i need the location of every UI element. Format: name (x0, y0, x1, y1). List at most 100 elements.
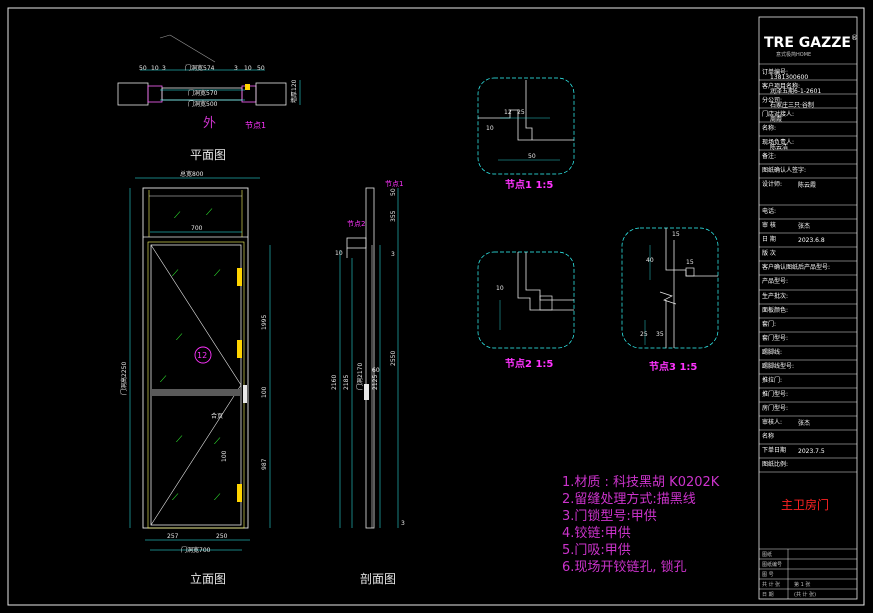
plan-dim-1: 10 (151, 65, 159, 72)
section-node1-tag: 节点1 (385, 180, 403, 188)
node3-title: 节点3 1:5 (649, 360, 697, 373)
section-dim-3: 50 (390, 188, 397, 196)
title-block-label: 面板颜色: (762, 306, 788, 314)
title-block-label: 门店对接人: (762, 110, 794, 118)
elevation-view-title: 立面图 (190, 571, 226, 586)
material-notes: 1.材质 : 科技黑胡 K0202K 2.留缝处理方式:描黑线 3.门锁型号:甲… (562, 475, 720, 575)
title-block-label: 套门: (762, 320, 776, 328)
svg-text:⟋: ⟋ (206, 208, 213, 218)
section-view-title: 剖面图 (360, 572, 396, 586)
registered-mark-icon: ® (851, 34, 858, 42)
title-block-value: 2023.6.8 (798, 237, 825, 244)
title-block-label: 设计师: (762, 180, 782, 188)
elev-total-width: 总宽800 (180, 170, 204, 178)
svg-text:⟋: ⟋ (214, 493, 221, 503)
title-block-label: 产品型号: (762, 277, 788, 285)
title-block-label: 版 次 (762, 249, 776, 257)
title-block-bottom-value: (共 计 张) (794, 591, 816, 598)
plan-dim-9: 墙厚120 (290, 79, 298, 103)
node-detail-3: 15 40 15 25 35 节点3 1:5 (621, 227, 719, 373)
title-block-rows: 订单编号:1381300600客户项目名称:润泽五期6-1-2601分公司:石家… (759, 68, 857, 473)
title-block-label: 踢脚线型号: (762, 362, 794, 370)
title-block: TRE GAZZE ® 意式极简HOME 订单编号:1381300600客户项目… (758, 16, 858, 600)
brand-logo: TRE GAZZE (764, 35, 851, 51)
node1-title: 节点1 1:5 (505, 178, 553, 191)
room-label: 主卫房门 (781, 497, 829, 512)
svg-text:⟋: ⟋ (172, 269, 179, 279)
title-block-label: 图纸确认人签字: (762, 166, 806, 174)
section-view: 节点1 节点2 10 3 355 50 2160 2185 2125 2550 … (331, 180, 405, 586)
elev-inner-width: 700 (191, 225, 203, 232)
section-dim-9: 60 (372, 367, 380, 374)
title-block-bottom-label: 共 计 张 (762, 581, 780, 588)
title-block-label: 客户确认图纸后产品型号: (762, 263, 830, 271)
elev-dim-100b: 100 (221, 450, 228, 462)
note-1: 1.材质 : 科技黑胡 K0202K (562, 475, 720, 490)
plan-node1-tag: 节点1 (245, 121, 266, 130)
door-tag-label: 12 (197, 351, 207, 360)
note-6: 6.现场开铰链孔, 锁孔 (562, 559, 687, 575)
section-node2-tag: 节点2 (347, 220, 365, 228)
title-block-label: 推拉门: (762, 376, 782, 384)
elev-bottom-b: 250 (216, 533, 228, 540)
node2-title: 节点2 1:5 (505, 357, 553, 370)
door-tag-circle (194, 346, 212, 364)
plan-dim-2: 3 (162, 65, 166, 72)
title-block-label: 套门型号: (762, 334, 788, 342)
elev-dim-1995: 1995 (261, 315, 268, 330)
title-block-label: 生产批次: (762, 292, 788, 300)
elev-bottom-a: 257 (167, 533, 179, 540)
title-block-bottom-value: 第 1 张 (794, 581, 810, 588)
title-block-bottom-label: 图 号 (762, 572, 774, 578)
node1-dim-2: 10 (486, 125, 494, 132)
title-block-label: 审核人: (762, 418, 782, 426)
drawing-border (7, 7, 865, 606)
svg-text:⟋: ⟋ (214, 437, 221, 447)
title-block-label: 踢脚线: (762, 348, 782, 356)
title-block-value: 陈云霞 (798, 181, 816, 189)
title-block-value: 石家庄三只·谷制 (770, 101, 814, 109)
section-dim-8: 门洞2170 (356, 363, 364, 390)
title-block-label: 审 核 (762, 221, 776, 229)
node-detail-1: 12 25 10 50 节点1 1:5 (477, 77, 575, 191)
section-dim-10: 3 (401, 520, 405, 527)
title-block-value: 张杰 (798, 419, 810, 427)
elevation-view: ⟋ ⟋ ⟋ ⟋ ⟋ ⟋ ⟋ ⟋ ⟋ ⟋ 12 总宽800 700 门洞高2250… (120, 170, 271, 586)
note-2: 2.留缝处理方式:描黑线 (562, 491, 696, 507)
title-block-label: 客户项目名称: (762, 82, 800, 90)
title-block-value: 周霞 (770, 116, 782, 123)
section-dim-6: 2125 (372, 375, 379, 390)
plan-dim-6: 50 (257, 65, 265, 72)
title-block-label: 订单编号: (762, 68, 788, 76)
node2-dim-0: 10 (496, 285, 504, 292)
title-block-bottom-label: 日 期 (762, 592, 774, 598)
title-block-label: 房门型号: (762, 404, 788, 412)
section-dim-2: 355 (390, 210, 397, 222)
section-dim-5: 2185 (343, 375, 350, 390)
title-block-bottom-label: 图纸编号 (762, 561, 782, 568)
title-block-label: 推门型号: (762, 390, 788, 398)
section-dim-1: 3 (391, 251, 395, 258)
elev-bottom-total: 门洞宽700 (181, 546, 211, 554)
plan-dim-4: 3 (234, 65, 238, 72)
section-dim-0: 10 (335, 250, 343, 257)
svg-text:⟋: ⟋ (176, 333, 183, 343)
title-block-label: 现场负责人: (762, 138, 794, 146)
title-block-bottom-label: 图纸 (762, 551, 772, 558)
plan-dim-8: 门洞宽500 (188, 100, 218, 108)
plan-dim-7: 门洞宽570 (188, 89, 218, 97)
elev-hinge-note: 合页 (211, 412, 223, 420)
node1-dim-1: 25 (517, 109, 525, 116)
title-block-label: 备注: (762, 152, 776, 160)
title-block-value: 2023.7.5 (798, 448, 825, 455)
title-block-value: 张杰 (798, 222, 810, 230)
title-block-label: 图纸比例: (762, 460, 788, 468)
title-block-value: 润泽五期6-1-2601 (770, 87, 821, 95)
note-3: 3.门锁型号:甲供 (562, 508, 657, 524)
title-block-label: 名称 (762, 432, 774, 440)
plan-view-title: 平面图 (190, 148, 226, 162)
svg-text:⟋: ⟋ (160, 375, 167, 385)
node3-dim-3: 25 (640, 331, 648, 338)
